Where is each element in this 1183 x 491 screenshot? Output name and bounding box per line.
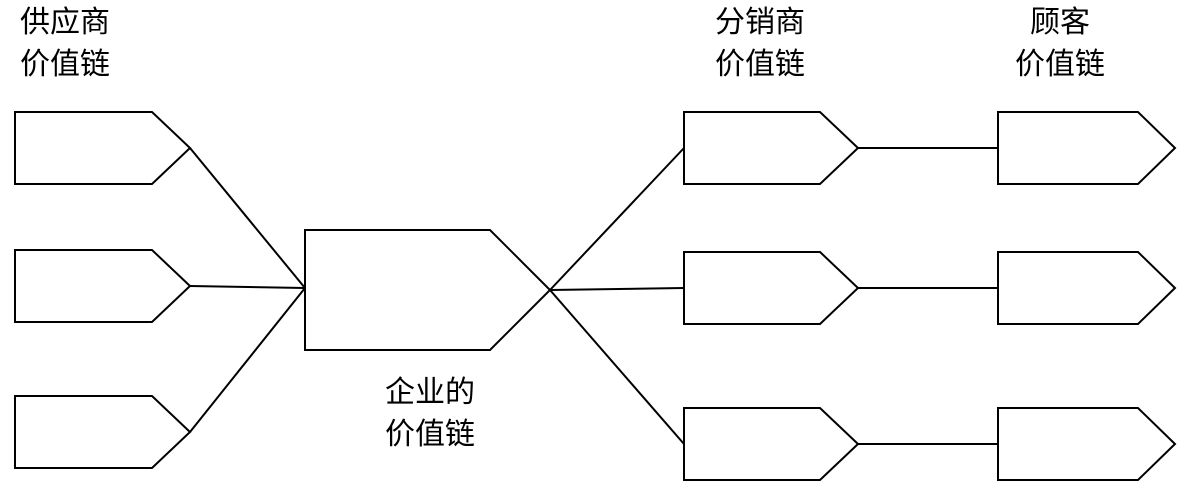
supplier-chain-3 (14, 395, 192, 469)
distributors-label-line1: 分销商 (715, 5, 805, 40)
customers-label: 顾客 价值链 (995, 2, 1125, 86)
distributor-chain-3 (683, 407, 860, 481)
enterprise-label-line1: 企业的 (385, 375, 475, 410)
distributors-label: 分销商 价值链 (695, 2, 825, 86)
customer-chain-3 (997, 407, 1177, 481)
customers-label-line2: 价值链 (1015, 47, 1105, 82)
connector-distributor-2 (549, 287, 685, 291)
supplier-chain-2 (14, 249, 192, 323)
suppliers-label-line1: 供应商 (20, 5, 110, 40)
enterprise-label-line2: 价值链 (385, 417, 475, 452)
connector-distributor-1 (549, 147, 685, 291)
distributor-chain-1 (683, 111, 860, 185)
customer-chain-2 (997, 251, 1177, 325)
connector-supplier-2 (189, 285, 306, 289)
distributors-label-line2: 价值链 (715, 47, 805, 82)
supplier-chain-1 (14, 111, 192, 185)
enterprise-chain (304, 229, 552, 351)
enterprise-label: 企业的 价值链 (365, 372, 495, 456)
suppliers-label-line2: 价值链 (20, 47, 110, 82)
customer-chain-1 (997, 111, 1177, 185)
customers-label-line1: 顾客 (1030, 5, 1090, 40)
suppliers-label: 供应商 价值链 (20, 2, 150, 86)
distributor-chain-2 (683, 251, 860, 325)
connector-supplier-3 (189, 287, 306, 433)
connector-supplier-1 (189, 147, 306, 289)
connector-distributor-3 (549, 289, 685, 445)
